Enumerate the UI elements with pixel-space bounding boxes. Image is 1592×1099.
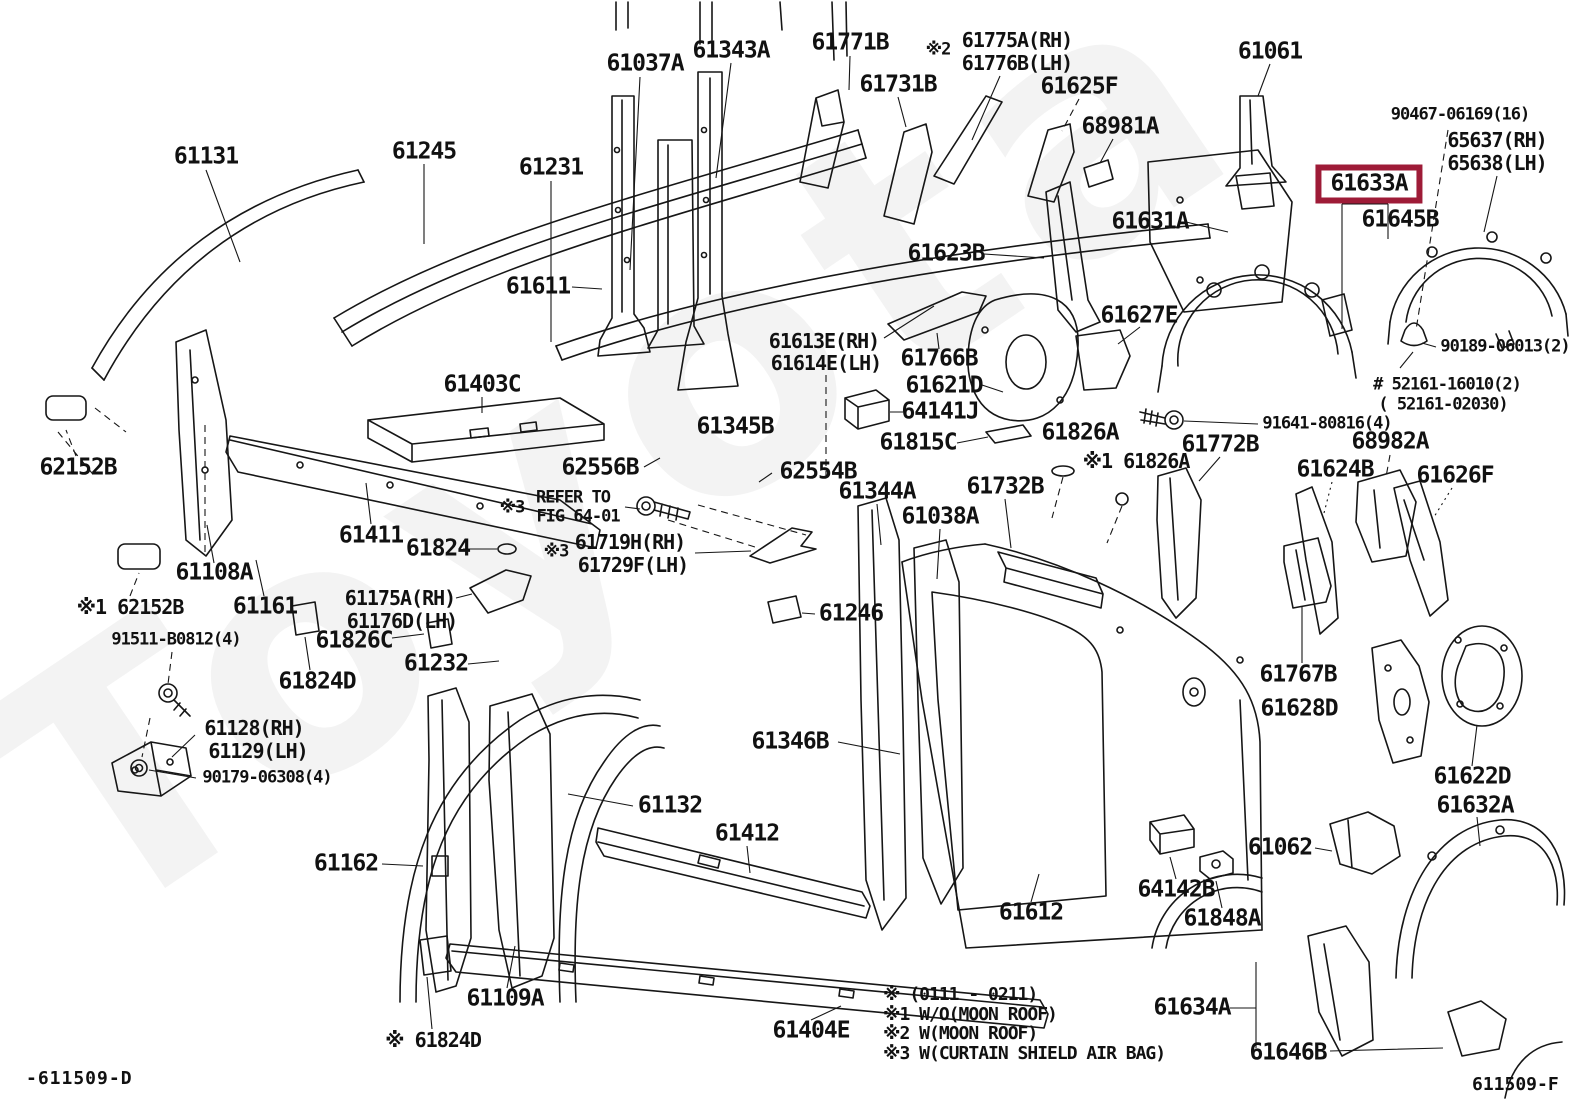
part-label-61129-LH: 61129(LH) <box>208 739 308 763</box>
footnote-line: ※3 W(CURTAIN SHIELD AIR BAG) <box>883 1042 1166 1064</box>
part-label-61403C: 61403C <box>443 371 521 398</box>
part-label-61826A: 61826A <box>1041 419 1119 446</box>
part-label-91641-80816-4: 91641-80816(4) <box>1262 413 1392 434</box>
part-label-61038A: 61038A <box>901 503 979 530</box>
part-label-61646B: 61646B <box>1249 1039 1327 1066</box>
part-label-61824D: ※ 61824D <box>385 1028 482 1052</box>
figure-code-bottom-left: -611509-D <box>26 1068 133 1089</box>
part-label-61634A: 61634A <box>1153 994 1231 1021</box>
part-label-61824: 61824 <box>405 535 471 562</box>
part-label-61131: 61131 <box>173 143 239 170</box>
part-label-61625F: 61625F <box>1040 73 1118 100</box>
part-label-65637-RH: 65637(RH) <box>1447 128 1547 152</box>
part-label-1-61826A: ※1 61826A <box>1082 449 1191 473</box>
part-label-61109A: 61109A <box>466 985 544 1012</box>
part-label-61612: 61612 <box>998 899 1064 926</box>
part-label-61729F-LH: 61729F(LH) <box>577 553 689 577</box>
part-label-62554B: 62554B <box>779 458 857 485</box>
part-label-REFER-TO: REFER TO <box>536 487 611 508</box>
part-label-91511-B0812-4: 91511-B0812(4) <box>111 629 241 650</box>
part-label-61232: 61232 <box>403 650 469 677</box>
part-label-64142B: 64142B <box>1137 876 1215 903</box>
footnote-line: ※2 W(MOON ROOF) <box>883 1023 1038 1044</box>
part-label-61128-RH: 61128(RH) <box>204 716 304 740</box>
part-label-61621D: 61621D <box>905 372 983 399</box>
footnote-line: ※ (0111 - 0211) <box>883 984 1038 1005</box>
part-label-FIG-64-01: FIG 64-01 <box>536 506 620 527</box>
part-label-61731B: 61731B <box>859 71 937 98</box>
part-label-90179-06308-4: 90179-06308(4) <box>202 767 332 788</box>
part-label-61771B: 61771B <box>811 29 889 56</box>
part-label-68981A: 68981A <box>1081 113 1159 140</box>
part-label-61613E-RH: 61613E(RH) <box>768 329 880 353</box>
part-label-61343A: 61343A <box>692 37 770 64</box>
part-label-61245: 61245 <box>391 138 457 165</box>
part-label-61824D: 61824D <box>278 668 356 695</box>
part-label-61611: 61611 <box>505 273 571 300</box>
part-label-61108A: 61108A <box>175 559 253 586</box>
part-label-61627E: 61627E <box>1100 302 1178 329</box>
part-label-61132: 61132 <box>637 792 703 819</box>
part-label-61767B: 61767B <box>1259 661 1337 688</box>
part-label-61633A: 61633A <box>1315 164 1423 204</box>
part-label-61775A-RH: 61775A(RH) <box>961 28 1073 52</box>
part-label-61246: 61246 <box>818 600 884 627</box>
part-label-61037A: 61037A <box>606 50 684 77</box>
part-label-61622D: 61622D <box>1433 763 1511 790</box>
part-label-3: ※3 <box>499 497 526 518</box>
part-label-61628D: 61628D <box>1260 695 1338 722</box>
part-label-62152B: 62152B <box>39 454 117 481</box>
part-label-61732B: 61732B <box>966 473 1044 500</box>
part-label-61231: 61231 <box>518 154 584 181</box>
part-label-1-62152B: ※1 62152B <box>76 595 185 619</box>
part-label-61404E: 61404E <box>772 1017 850 1044</box>
part-label-61645B: 61645B <box>1361 206 1439 233</box>
part-label-90189-06013-2: 90189-06013(2) <box>1440 336 1570 357</box>
part-label-61624B: 61624B <box>1296 456 1374 483</box>
footnotes: ※ (0111 - 0211)※1 W/O(MOON ROOF)※2 W(MOO… <box>883 984 1166 1064</box>
figure-code-bottom-right: 611509-F <box>1472 1074 1559 1095</box>
footnote-line: ※1 W/O(MOON ROOF) <box>883 1003 1058 1025</box>
part-label-61344A: 61344A <box>838 478 916 505</box>
part-label-61826C: 61826C <box>315 627 393 654</box>
part-label-61848A: 61848A <box>1183 905 1261 932</box>
part-label-2: ※2 <box>925 39 952 60</box>
part-label-3: ※3 <box>543 541 570 562</box>
part-label-62556B: 62556B <box>561 454 639 481</box>
part-label-61772B: 61772B <box>1181 431 1259 458</box>
part-label-61719H-RH: 61719H(RH) <box>574 530 686 554</box>
part-label-61411: 61411 <box>338 522 404 549</box>
part-label-61632A: 61632A <box>1436 792 1514 819</box>
part-label-61176D-LH: 61176D(LH) <box>346 609 458 633</box>
part-label-52161-02030: ( 52161-02030) <box>1378 394 1508 415</box>
part-label-61614E-LH: 61614E(LH) <box>770 351 882 375</box>
part-label-61766B: 61766B <box>900 345 978 372</box>
part-label-61631A: 61631A <box>1111 208 1189 235</box>
part-label-61815C: 61815C <box>879 429 957 456</box>
part-label-61162: 61162 <box>313 850 379 877</box>
part-label-61345B: 61345B <box>696 413 774 440</box>
part-label-65638-LH: 65638(LH) <box>1447 151 1547 175</box>
part-label-61161: 61161 <box>232 593 298 620</box>
part-label-52161-16010-2: # 52161-16010(2) <box>1373 374 1522 395</box>
part-label-61175A-RH: 61175A(RH) <box>344 586 456 610</box>
part-label-61776B-LH: 61776B(LH) <box>961 51 1073 75</box>
part-label-61346B: 61346B <box>751 728 829 755</box>
part-label-61623B: 61623B <box>907 240 985 267</box>
part-label-90467-06169-16: 90467-06169(16) <box>1390 104 1531 125</box>
part-label-61061: 61061 <box>1237 38 1303 65</box>
part-label-64141J: 64141J <box>901 398 979 425</box>
part-label-61412: 61412 <box>714 820 780 847</box>
part-label-61062: 61062 <box>1247 834 1313 861</box>
part-label-61626F: 61626F <box>1416 462 1494 489</box>
part-label-68982A: 68982A <box>1351 428 1429 455</box>
